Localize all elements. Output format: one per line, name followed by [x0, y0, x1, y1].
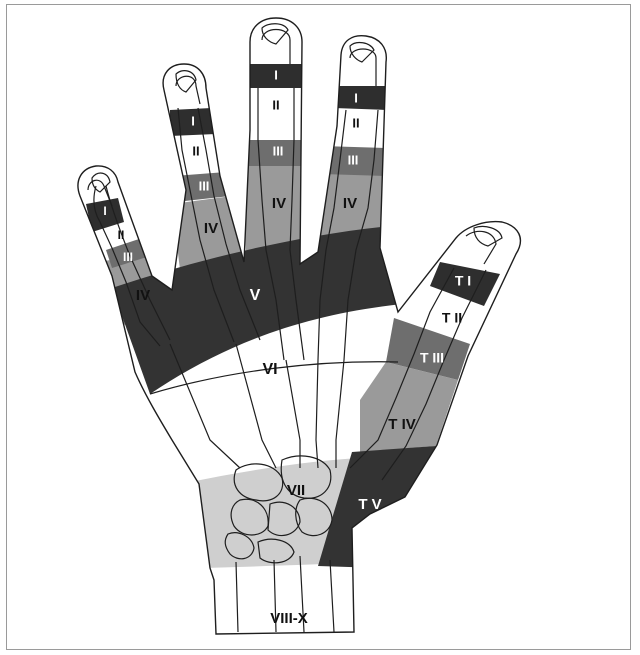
label-ring-III: III — [199, 178, 210, 193]
label-little-I: I — [103, 204, 106, 218]
label-index-III: III — [348, 152, 359, 167]
label-thumb-TIII: T III — [420, 350, 444, 366]
label-palm-VIII-X: VIII-X — [270, 610, 308, 627]
label-palm-VII: VII — [287, 482, 305, 499]
label-palm-VI: VI — [262, 361, 277, 378]
label-middle-III: III — [273, 143, 284, 158]
zone-I-index — [334, 86, 388, 110]
label-thumb-TII: T II — [442, 310, 462, 326]
label-ring-II: II — [192, 143, 199, 158]
label-palm-V: V — [250, 287, 261, 304]
label-ring-I: I — [191, 113, 195, 128]
label-middle-II: II — [272, 97, 279, 112]
label-thumb-TV: T V — [358, 496, 381, 513]
label-ring-IV: IV — [204, 220, 218, 237]
label-little-IV: IV — [136, 287, 150, 304]
label-thumb-TIV: T IV — [388, 416, 416, 433]
label-middle-IV: IV — [272, 195, 286, 212]
label-index-II: II — [352, 115, 359, 130]
label-middle-I: I — [274, 67, 278, 82]
label-index-I: I — [354, 90, 358, 105]
label-little-II: II — [118, 228, 125, 242]
label-index-IV: IV — [343, 195, 357, 212]
label-thumb-TI: T I — [455, 273, 471, 289]
label-little-III: III — [123, 250, 133, 264]
